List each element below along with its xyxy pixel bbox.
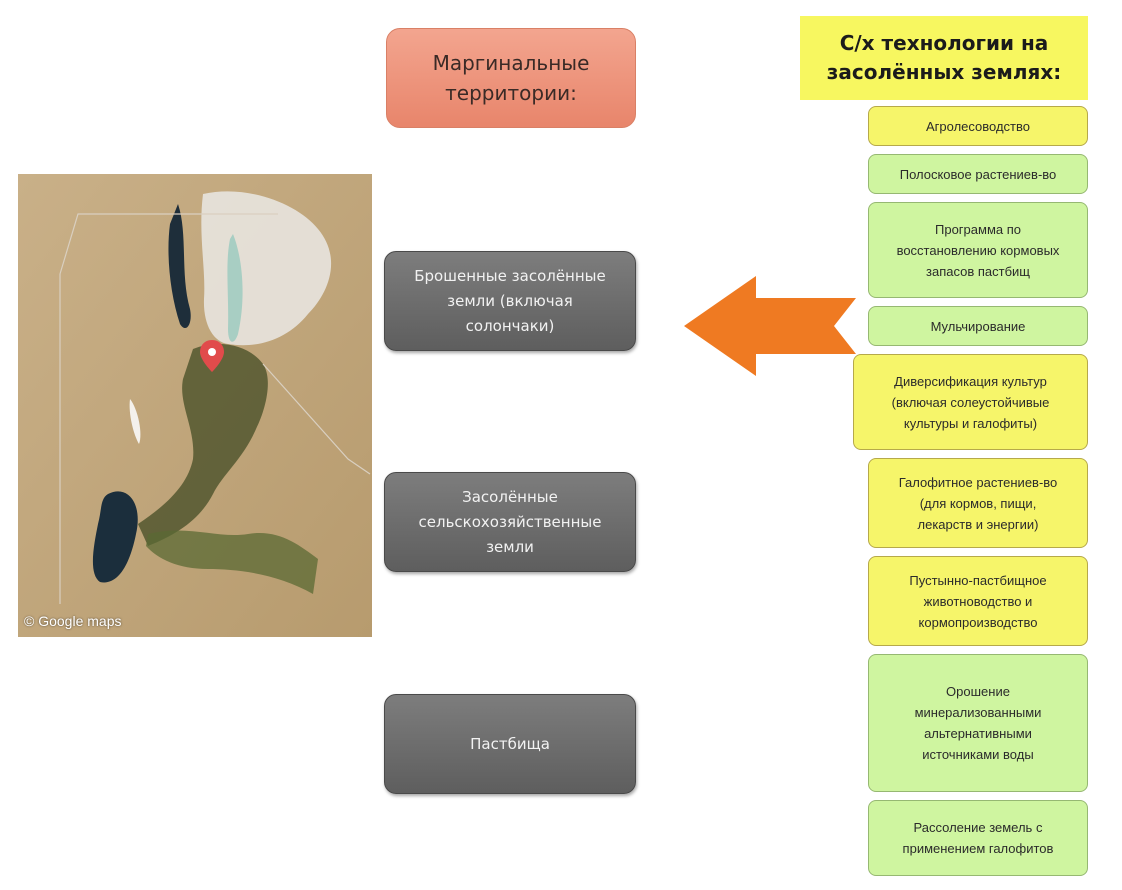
river-vegetation [146,530,318,594]
satellite-map: © Google maps [18,174,372,637]
border-line-east [262,363,371,475]
map-caption: © Google maps [24,613,122,629]
tech-item-halophyte-cropping: Галофитное растениев-во (для кормов, пищ… [868,458,1088,548]
marginal-item-pastures: Пастбища [384,694,636,794]
tech-item-strip-cropping: Полосковое растениев-во [868,154,1088,194]
tech-item-crop-diversification: Диверсификация культур (включая солеусто… [853,354,1088,450]
north-aral-lake [168,204,191,329]
marginal-territories-title: Маргинальные территории: [386,28,636,128]
saline-channel [227,234,243,342]
south-lake [92,491,138,583]
marginal-item-saline-farmland: Засолённые сельскохозяйственные земли [384,472,636,572]
delta-vegetation [138,344,268,546]
tech-item-halophyte-desalination: Рассоление земель с применением галофито… [868,800,1088,876]
location-pin-icon [200,340,224,372]
marginal-item-abandoned-saline-lands: Брошенные засолённые земли (включая соло… [384,251,636,351]
tech-item-pasture-restoration-program: Программа по восстановлению кормовых зап… [868,202,1088,298]
border-line-north [59,213,278,275]
tech-item-mineralized-water-irrigation: Орошение минерализованными альтернативны… [868,654,1088,792]
tech-item-agroforestry: Агролесоводство [868,106,1088,146]
salt-flat [129,399,141,444]
arrow-left-icon [684,276,856,376]
map-graphic [18,174,372,637]
technologies-header: С/х технологии на засолённых землях: [800,16,1088,100]
tech-item-mulching: Мульчирование [868,306,1088,346]
tech-item-desert-pasture-livestock: Пустынно-пастбищное животноводство и кор… [868,556,1088,646]
